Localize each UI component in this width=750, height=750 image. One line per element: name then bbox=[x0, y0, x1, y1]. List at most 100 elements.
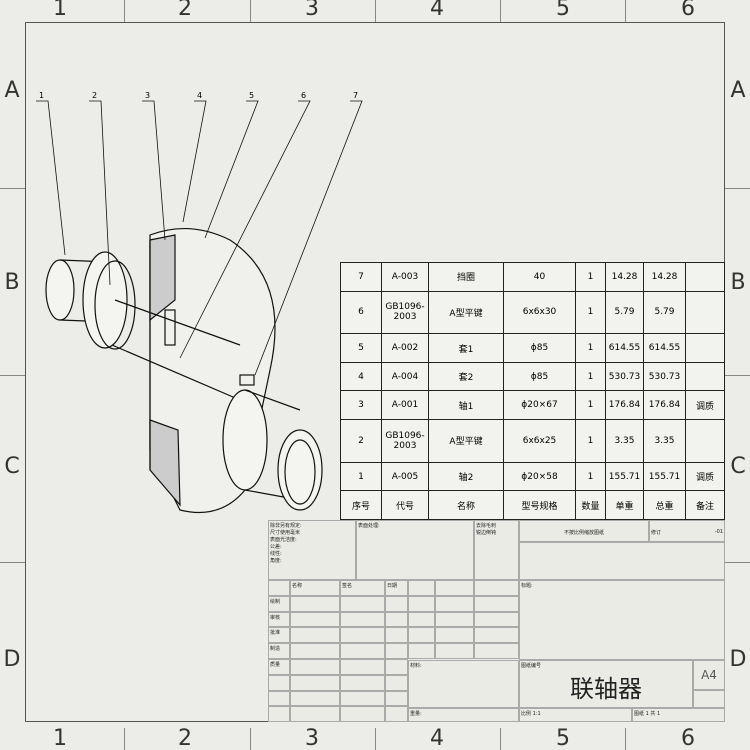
signature-cell[interactable] bbox=[474, 611, 519, 628]
signature-cell[interactable] bbox=[340, 627, 385, 644]
bom-cell: 530.73 bbox=[605, 361, 644, 392]
left-shaft bbox=[45, 251, 136, 350]
signature-cell[interactable] bbox=[340, 706, 385, 723]
signature-cell[interactable] bbox=[385, 674, 408, 691]
signature-cell[interactable] bbox=[290, 627, 340, 644]
revision-label: 修订 bbox=[651, 530, 662, 536]
zone-row-right: B bbox=[730, 270, 746, 295]
signature-cell[interactable] bbox=[474, 627, 519, 644]
signature-cell[interactable] bbox=[385, 690, 408, 707]
bom-cell: 614.55 bbox=[605, 333, 644, 363]
signature-cell[interactable] bbox=[435, 580, 474, 596]
bom-row: 序号代号名称型号规格数量单重总重备注 bbox=[340, 490, 725, 520]
signature-cell[interactable] bbox=[290, 643, 340, 659]
signature-cell[interactable] bbox=[385, 659, 408, 675]
sheet-number: 图纸 1 共 1 bbox=[632, 708, 725, 722]
bom-cell: 6x6x30 bbox=[503, 290, 576, 335]
signature-cell[interactable] bbox=[340, 674, 385, 691]
signature-cell[interactable] bbox=[474, 595, 519, 612]
bom-cell: 备注 bbox=[685, 490, 725, 520]
bom-cell: ϕ85 bbox=[503, 333, 576, 363]
drawing-title: 联轴器 bbox=[570, 675, 642, 703]
zone-row-left: C bbox=[4, 454, 20, 479]
bom-cell: GB1096-2003 bbox=[381, 419, 429, 463]
signature-cell[interactable] bbox=[290, 659, 340, 675]
material-field[interactable]: 材料: bbox=[408, 660, 519, 708]
signature-cell[interactable] bbox=[408, 580, 435, 596]
deburr-line: 去除毛刺 bbox=[476, 523, 497, 529]
signature-cell[interactable] bbox=[340, 611, 385, 628]
signature-cell[interactable] bbox=[408, 627, 435, 644]
signature-cell[interactable] bbox=[290, 690, 340, 707]
signature-cell[interactable] bbox=[474, 643, 519, 659]
bom-cell bbox=[685, 262, 725, 292]
bom-cell: 型号规格 bbox=[503, 490, 576, 520]
bom-cell: 总重 bbox=[643, 490, 686, 520]
signature-cell[interactable] bbox=[340, 643, 385, 659]
bom-cell: 序号 bbox=[340, 490, 382, 520]
bom-cell: GB1096-2003 bbox=[381, 290, 429, 335]
signature-cell[interactable] bbox=[408, 643, 435, 659]
signature-cell[interactable] bbox=[408, 611, 435, 628]
bom-cell: 1 bbox=[575, 390, 606, 421]
signature-cell[interactable] bbox=[385, 706, 408, 723]
surface-finish: 表面处理: bbox=[356, 520, 474, 580]
no-scale-note: 不按比例缩放图纸 bbox=[519, 520, 649, 542]
signature-cell[interactable] bbox=[290, 706, 340, 723]
bom-cell: 名称 bbox=[428, 490, 504, 520]
zone-col-top: 1 bbox=[53, 0, 67, 21]
zone-col-bottom: 1 bbox=[53, 726, 67, 750]
bom-cell: 1 bbox=[575, 461, 606, 492]
bom-cell: 7 bbox=[340, 262, 382, 292]
signature-cell[interactable] bbox=[385, 595, 408, 612]
zone-col-top: 5 bbox=[556, 0, 570, 21]
signature-cell[interactable] bbox=[435, 643, 474, 659]
signature-cell[interactable] bbox=[435, 595, 474, 612]
bom-cell: A-002 bbox=[381, 333, 429, 363]
general-notes: 除非另有规定:尺寸使用毫米表面光洁度:公差:线性:角度: bbox=[268, 520, 356, 580]
bom-cell bbox=[685, 333, 725, 363]
bom-cell: 调质 bbox=[685, 461, 725, 492]
bom-cell bbox=[685, 419, 725, 463]
note-line: 尺寸使用毫米 bbox=[270, 530, 301, 536]
signature-cell[interactable] bbox=[340, 659, 385, 675]
balloon-2: 2 bbox=[92, 91, 98, 100]
signature-cell[interactable] bbox=[268, 580, 290, 596]
balloon-1: 1 bbox=[39, 91, 45, 100]
bom-cell: A型平键 bbox=[428, 290, 504, 335]
bom-cell: 挡圈 bbox=[428, 262, 504, 292]
signature-cell[interactable] bbox=[385, 627, 408, 644]
signature-cell[interactable] bbox=[290, 611, 340, 628]
bom-cell bbox=[685, 361, 725, 392]
logo-area bbox=[519, 542, 725, 580]
revision-value: -01 bbox=[714, 529, 723, 535]
bom-cell: 1 bbox=[575, 333, 606, 363]
zone-row-right: C bbox=[730, 454, 746, 479]
bom-cell: 176.84 bbox=[605, 390, 644, 421]
signature-cell[interactable] bbox=[474, 580, 519, 596]
signature-cell[interactable] bbox=[290, 595, 340, 612]
signature-cell[interactable] bbox=[290, 674, 340, 691]
bom-cell: 155.71 bbox=[643, 461, 686, 492]
bom-cell: 3.35 bbox=[605, 419, 644, 463]
bom-cell: 5.79 bbox=[605, 290, 644, 335]
signature-cell[interactable] bbox=[385, 611, 408, 628]
signature-cell[interactable] bbox=[385, 643, 408, 659]
bom-cell: 1 bbox=[575, 419, 606, 463]
right-shaft bbox=[222, 374, 323, 511]
signature-cell[interactable] bbox=[435, 611, 474, 628]
zone-col-top: 6 bbox=[681, 0, 695, 21]
signature-cell[interactable] bbox=[268, 674, 290, 691]
signature-cell[interactable] bbox=[408, 595, 435, 612]
signature-cell[interactable] bbox=[268, 690, 290, 707]
drawing-name-field[interactable]: 标题: bbox=[519, 580, 725, 660]
signature-cell[interactable] bbox=[340, 690, 385, 707]
signature-cell[interactable] bbox=[435, 627, 474, 644]
zone-col-bottom: 4 bbox=[430, 726, 444, 750]
signature-cell[interactable] bbox=[268, 706, 290, 723]
signature-cell[interactable] bbox=[340, 595, 385, 612]
